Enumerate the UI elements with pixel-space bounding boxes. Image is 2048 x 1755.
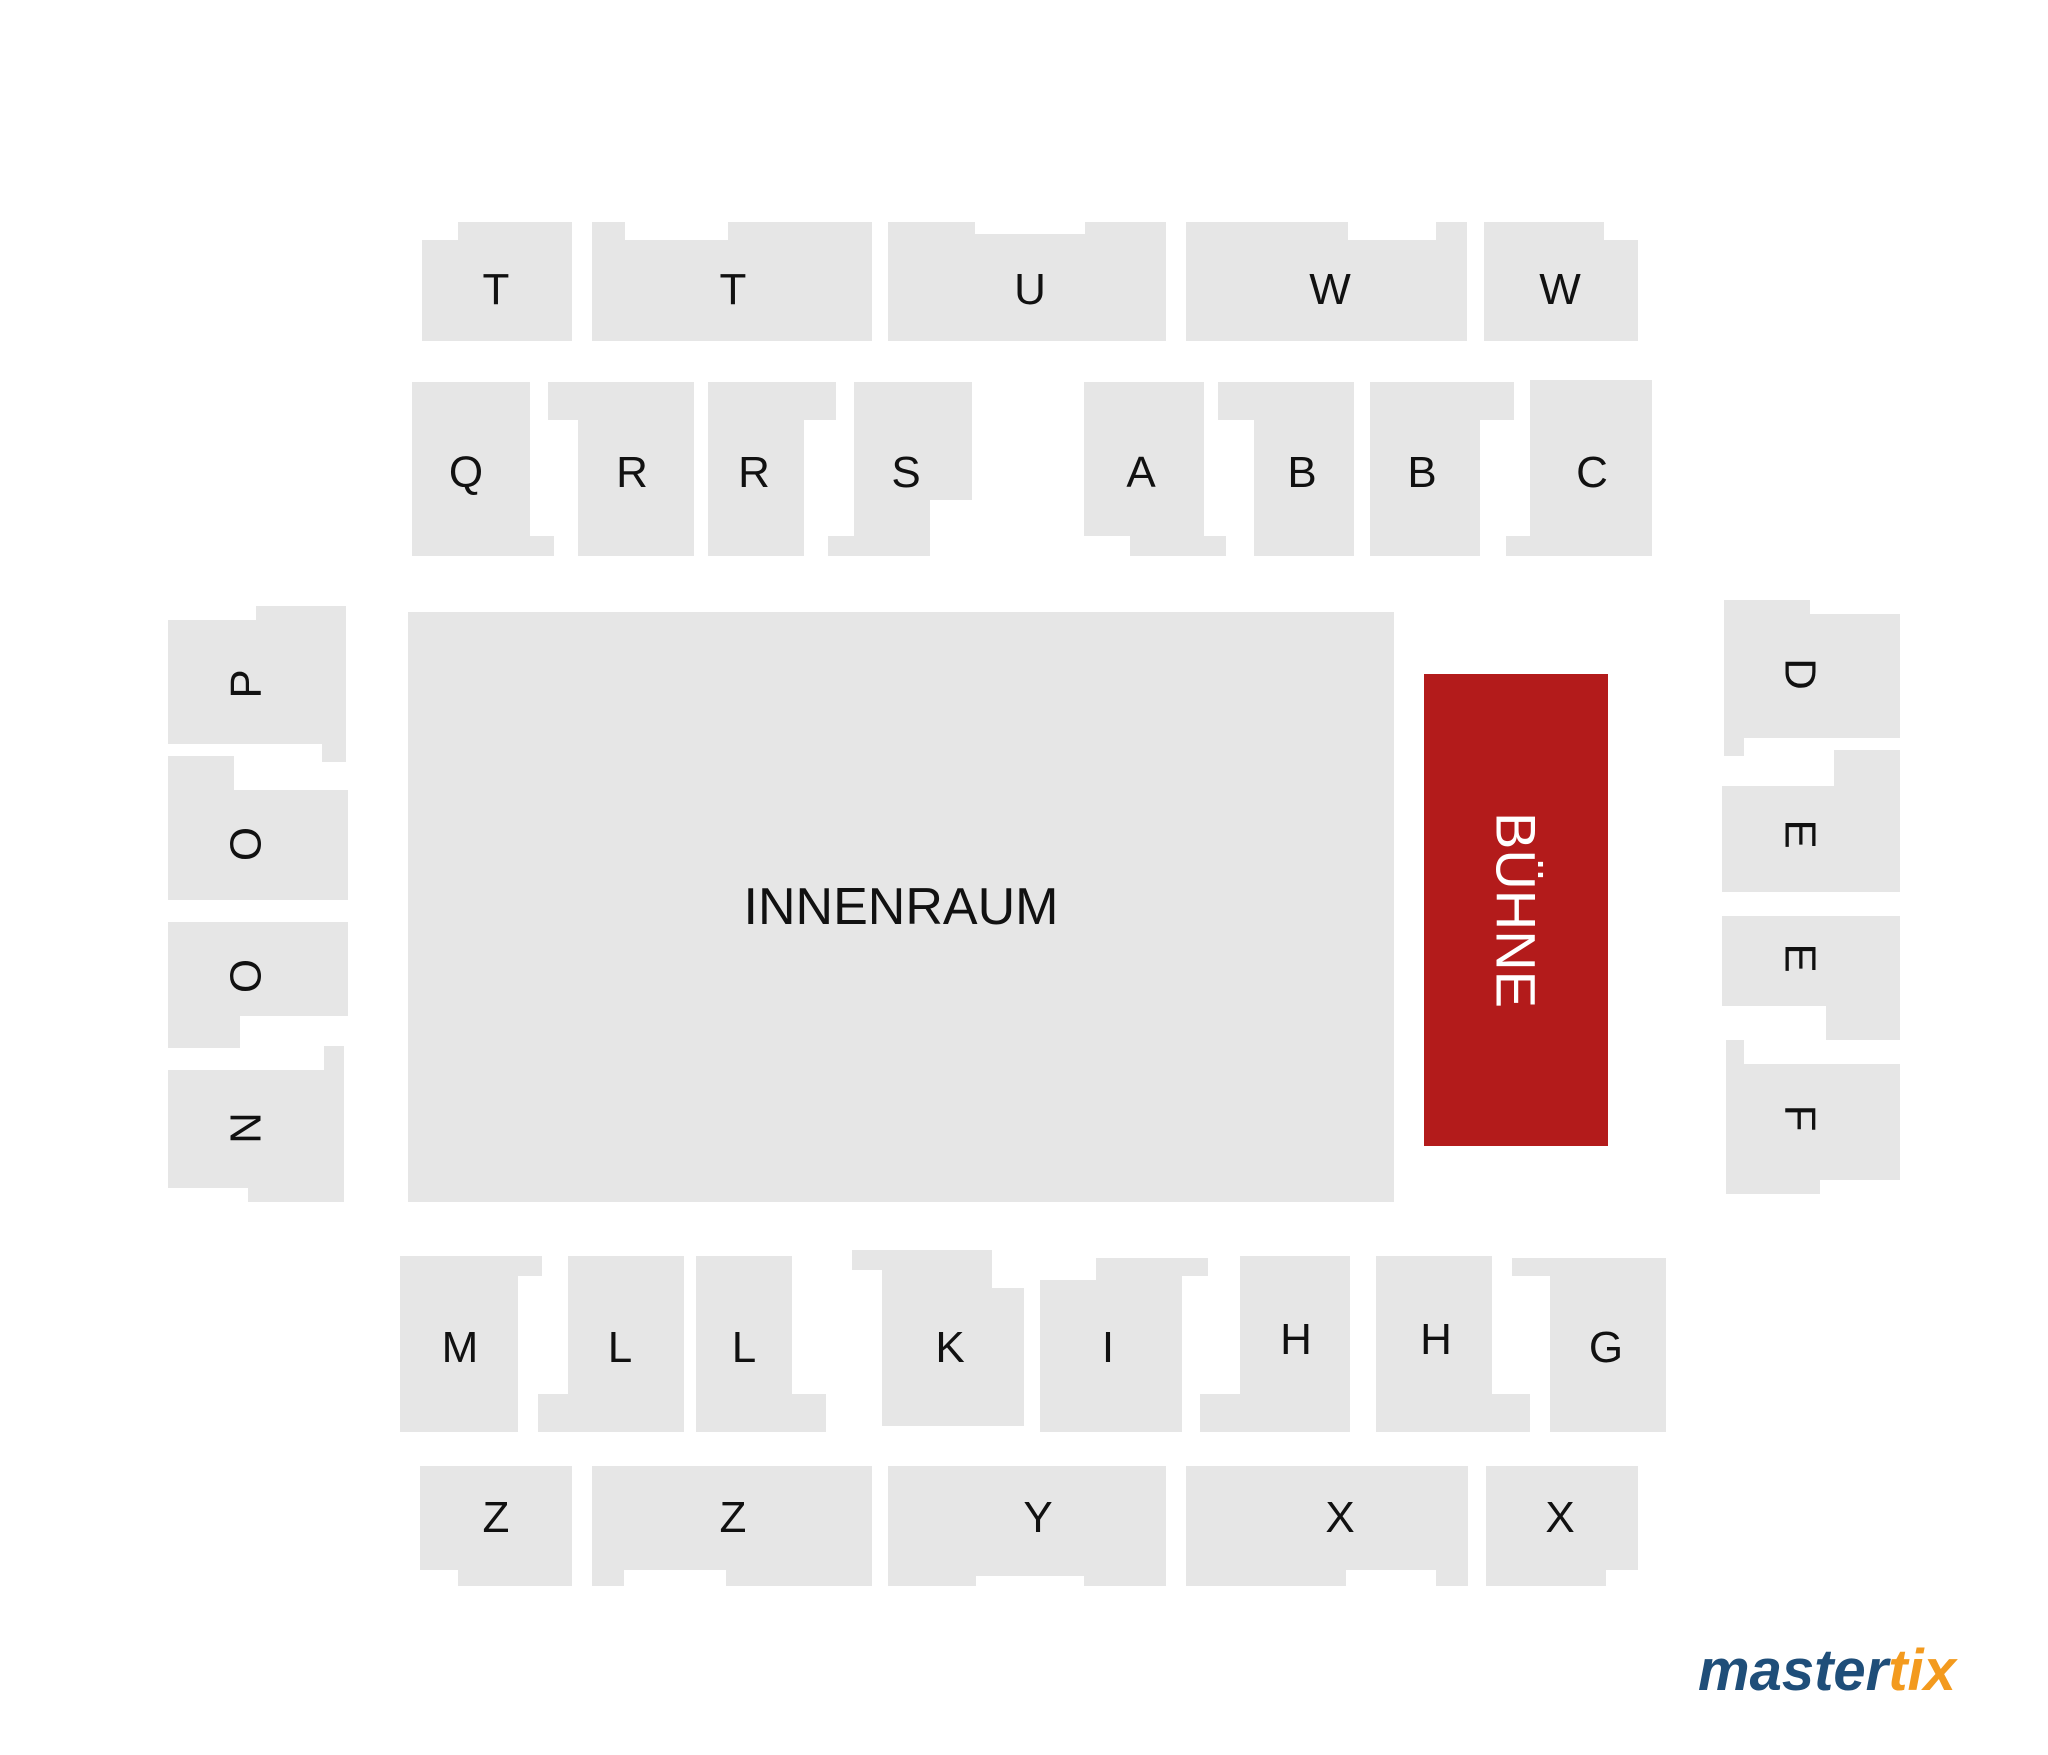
- section-right-2[interactable]: E: [1722, 750, 1900, 892]
- section-top-outer-1[interactable]: T: [422, 222, 572, 341]
- section-bottom-inner-8[interactable]: G: [1512, 1258, 1666, 1432]
- section-top-inner-5[interactable]: A: [1084, 382, 1226, 556]
- section-label: A: [1126, 448, 1156, 497]
- section-label: M: [442, 1323, 479, 1372]
- section-top-outer-4[interactable]: W: [1186, 222, 1467, 341]
- section-label: B: [1287, 448, 1316, 497]
- section-bottom-inner-7[interactable]: H: [1376, 1256, 1530, 1432]
- section-bottom-outer-2[interactable]: Z: [592, 1466, 872, 1586]
- section-label: S: [891, 448, 920, 497]
- section-bottom-inner-6[interactable]: H: [1200, 1256, 1350, 1432]
- section-label: X: [1325, 1493, 1354, 1542]
- section-bottom-inner-1[interactable]: M: [400, 1256, 542, 1432]
- section-top-outer-3[interactable]: U: [888, 222, 1166, 341]
- mastertix-logo: mastertix: [1698, 1638, 1959, 1703]
- section-top-inner-6[interactable]: B: [1218, 382, 1354, 556]
- section-right-4[interactable]: F: [1726, 1040, 1900, 1194]
- section-label: Z: [720, 1493, 747, 1542]
- section-label: G: [1589, 1323, 1623, 1372]
- section-label: K: [935, 1323, 964, 1372]
- section-bottom-inner-5[interactable]: I: [1040, 1258, 1208, 1432]
- stage: BÜHNE: [1424, 674, 1608, 1146]
- section-label: W: [1539, 265, 1581, 314]
- section-left-4[interactable]: N: [168, 1046, 344, 1202]
- section-label: R: [738, 448, 770, 497]
- section-bottom-inner-2[interactable]: L: [538, 1256, 684, 1432]
- section-top-outer-2[interactable]: T: [592, 222, 872, 341]
- section-bottom-inner-3[interactable]: L: [696, 1256, 826, 1432]
- section-left-1[interactable]: P: [168, 606, 346, 762]
- section-bottom-outer-3[interactable]: Y: [888, 1466, 1166, 1586]
- section-bottom-outer-1[interactable]: Z: [420, 1466, 572, 1586]
- section-label: H: [1420, 1315, 1452, 1364]
- section-label: E: [1776, 819, 1825, 848]
- section-top-inner-2[interactable]: R: [548, 382, 694, 556]
- section-top-inner-7[interactable]: B: [1370, 382, 1514, 556]
- section-label: W: [1309, 265, 1351, 314]
- section-label: I: [1102, 1323, 1114, 1372]
- section-label: T: [720, 265, 747, 314]
- section-label: Z: [483, 1493, 510, 1542]
- section-top-inner-4[interactable]: S: [828, 382, 972, 556]
- section-label: C: [1576, 448, 1608, 497]
- floor-innenraum[interactable]: INNENRAUM: [408, 612, 1394, 1202]
- section-top-inner-1[interactable]: Q: [412, 382, 554, 556]
- section-label: T: [483, 265, 510, 314]
- section-left-3[interactable]: O: [168, 922, 348, 1048]
- section-label: Q: [449, 448, 483, 497]
- section-label: L: [608, 1323, 632, 1372]
- floor-label: INNENRAUM: [744, 878, 1059, 936]
- section-label: H: [1280, 1315, 1312, 1364]
- section-label: D: [1776, 658, 1825, 690]
- section-right-3[interactable]: E: [1722, 916, 1900, 1040]
- section-label: O: [222, 959, 271, 993]
- section-label: O: [222, 827, 271, 861]
- section-label: B: [1407, 448, 1436, 497]
- stage-label: BÜHNE: [1485, 812, 1548, 1008]
- section-label: F: [1776, 1105, 1825, 1132]
- section-left-2[interactable]: O: [168, 756, 348, 900]
- section-label: E: [1776, 943, 1825, 972]
- section-label: U: [1014, 265, 1046, 314]
- section-bottom-inner-4[interactable]: K: [852, 1250, 1024, 1426]
- section-bottom-outer-4[interactable]: X: [1186, 1466, 1468, 1586]
- section-label: P: [222, 669, 271, 698]
- section-label: N: [222, 1112, 271, 1144]
- section-label: X: [1545, 1493, 1574, 1542]
- section-top-inner-8[interactable]: C: [1506, 380, 1652, 556]
- section-top-inner-3[interactable]: R: [708, 382, 836, 556]
- section-right-1[interactable]: D: [1724, 600, 1900, 756]
- section-label: R: [616, 448, 648, 497]
- section-label: Y: [1023, 1493, 1052, 1542]
- section-bottom-outer-5[interactable]: X: [1486, 1466, 1638, 1586]
- section-label: L: [732, 1323, 756, 1372]
- section-top-outer-5[interactable]: W: [1484, 222, 1638, 341]
